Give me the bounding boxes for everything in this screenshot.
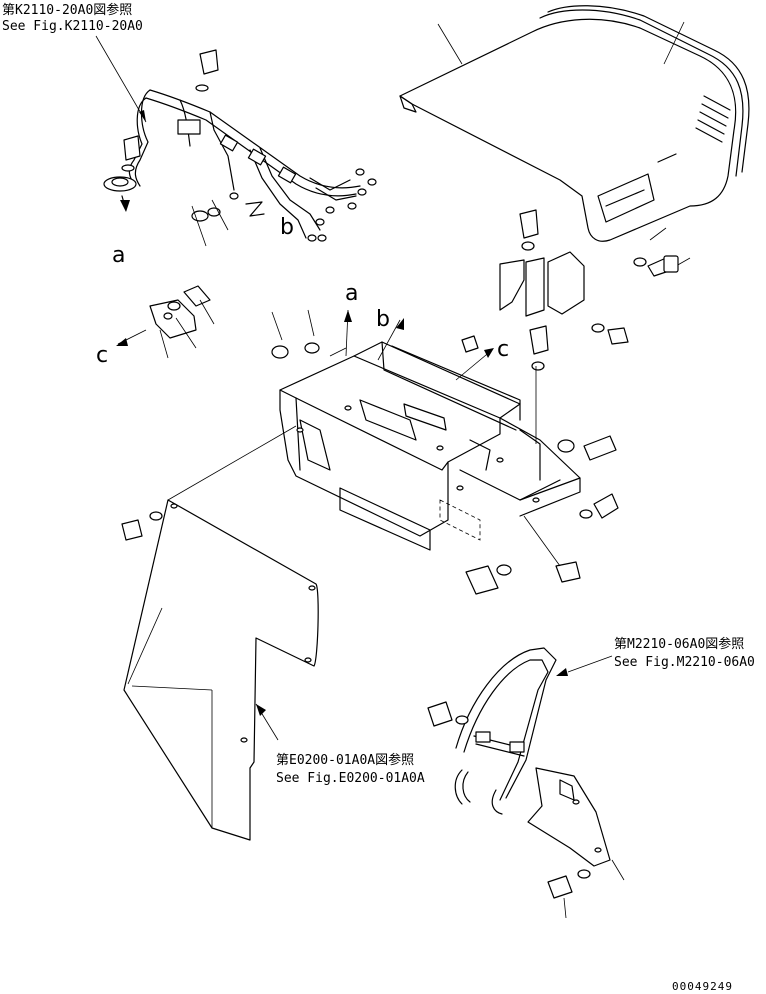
harness-ref-jp: 第K2110-20A0図参照 [2,2,132,18]
main-frame [279,341,581,551]
top-cover [399,5,750,267]
marker-b-frame: b [376,307,390,332]
top-cover-bolt [633,255,679,277]
frame-parts [271,209,629,595]
harness-bolts [121,49,229,247]
drawing-number: 00049249 [672,980,733,993]
marker-c-left: c [96,343,108,368]
cover-ref-en: See Fig.E0200-01A0A [276,771,425,786]
marker-a-frame: a [345,281,358,306]
pipe-ref-jp: 第M2210-06A0図参照 [614,636,744,652]
harness-ref-en: See Fig.K2110-20A0 [2,19,143,34]
handrail-assembly [427,647,625,919]
harness-ref-leader [95,35,147,123]
marker-a-harness: a [112,243,125,268]
pipe-ref-en: See Fig.M2210-06A0 [614,655,755,670]
wire-harness [103,89,377,242]
cover-ref-jp: 第E0200-01A0A図参照 [276,752,414,768]
marker-c-frame: c [497,337,509,362]
cover-plate [121,425,319,841]
left-bracket [116,285,215,359]
marker-b-harness: b [280,215,294,240]
